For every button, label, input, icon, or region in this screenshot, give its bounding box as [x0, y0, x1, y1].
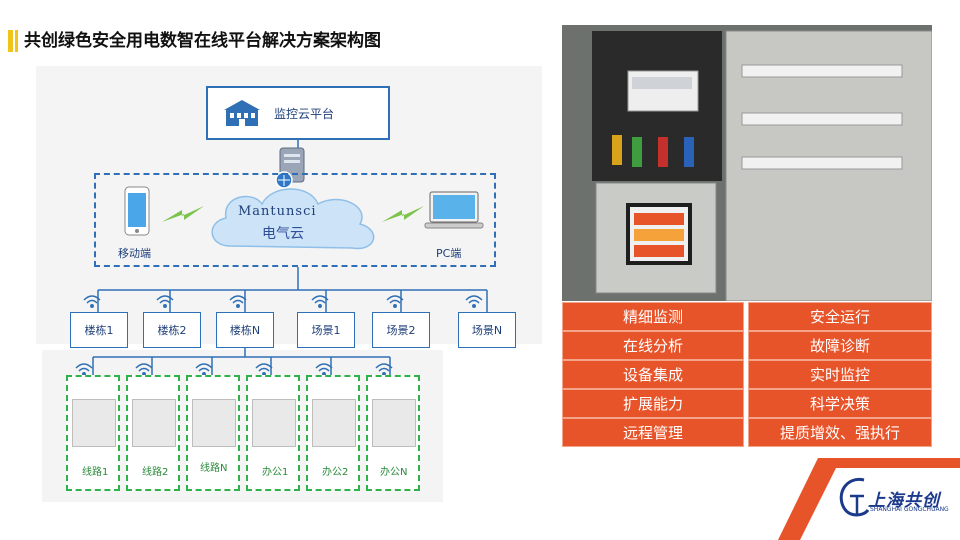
- node-scene-n: 场景N: [458, 312, 516, 348]
- circuit-frame-n: 线路N: [186, 375, 240, 491]
- feature-scientific-decision: 科学决策: [748, 389, 932, 418]
- feature-remote-management: 远程管理: [562, 418, 744, 447]
- feature-device-integration: 设备集成: [562, 360, 744, 389]
- circuit-label: 线路1: [82, 467, 109, 478]
- circuit-label: 线路N: [200, 463, 228, 474]
- node-building-1: 楼栋1: [70, 312, 128, 348]
- cabinet-photo: [562, 25, 932, 301]
- breaker-device: [132, 399, 176, 447]
- breaker-device: [312, 399, 356, 447]
- company-logo-name: 上海共创: [868, 491, 940, 511]
- feature-expandability: 扩展能力: [562, 389, 744, 418]
- circuit-label: 办公N: [380, 467, 408, 478]
- feature-efficiency: 提质增效、强执行: [748, 418, 932, 447]
- node-building-n: 楼栋N: [216, 312, 274, 348]
- circuit-frame-2: 线路2: [126, 375, 180, 491]
- feature-fault-diagnosis: 故障诊断: [748, 331, 932, 360]
- lightning-left-icon: [162, 206, 204, 222]
- feature-online-analysis: 在线分析: [562, 331, 744, 360]
- cloud-platform-label: 监控云平台: [274, 106, 335, 121]
- title-accent-bar: [8, 30, 13, 52]
- pc-label: PC端: [436, 247, 462, 260]
- circuit-label: 办公1: [262, 467, 289, 478]
- page-title: 共创绿色安全用电数智在线平台解决方案架构图: [24, 31, 381, 51]
- cloud-icon: [211, 188, 375, 250]
- mobile-label: 移动端: [118, 247, 151, 260]
- company-logo-sub: SHANGHAI GONGCHUANG: [870, 506, 949, 513]
- cloud-label: 电气云: [262, 226, 304, 242]
- feature-fine-monitoring: 精细监测: [562, 302, 744, 331]
- breaker-device: [372, 399, 416, 447]
- feature-safe-operation: 安全运行: [748, 302, 932, 331]
- breaker-device: [192, 399, 236, 447]
- laptop-icon: [424, 191, 484, 229]
- node-building-2: 楼栋2: [143, 312, 201, 348]
- mobile-phone-icon: [124, 186, 150, 236]
- building-icon: [224, 100, 260, 126]
- breaker-device: [252, 399, 296, 447]
- cloud-platform-box: 监控云平台: [206, 86, 390, 140]
- node-scene-1: 场景1: [297, 312, 355, 348]
- circuit-frame-1: 线路1: [66, 375, 120, 491]
- node-scene-2: 场景2: [372, 312, 430, 348]
- office-frame-n: 办公N: [366, 375, 420, 491]
- lightning-right-icon: [382, 206, 424, 222]
- circuit-label: 办公2: [322, 467, 349, 478]
- corner-decoration: [778, 458, 960, 540]
- breaker-device: [72, 399, 116, 447]
- logo-mark-icon: [839, 477, 870, 517]
- office-frame-1: 办公1: [246, 375, 300, 491]
- cloud-access-group: [94, 173, 496, 267]
- circuit-label: 线路2: [142, 467, 169, 478]
- feature-realtime-monitoring: 实时监控: [748, 360, 932, 389]
- brand-label: Mantunsci: [238, 204, 317, 219]
- title-accent-bar-2: [15, 30, 18, 52]
- office-frame-2: 办公2: [306, 375, 360, 491]
